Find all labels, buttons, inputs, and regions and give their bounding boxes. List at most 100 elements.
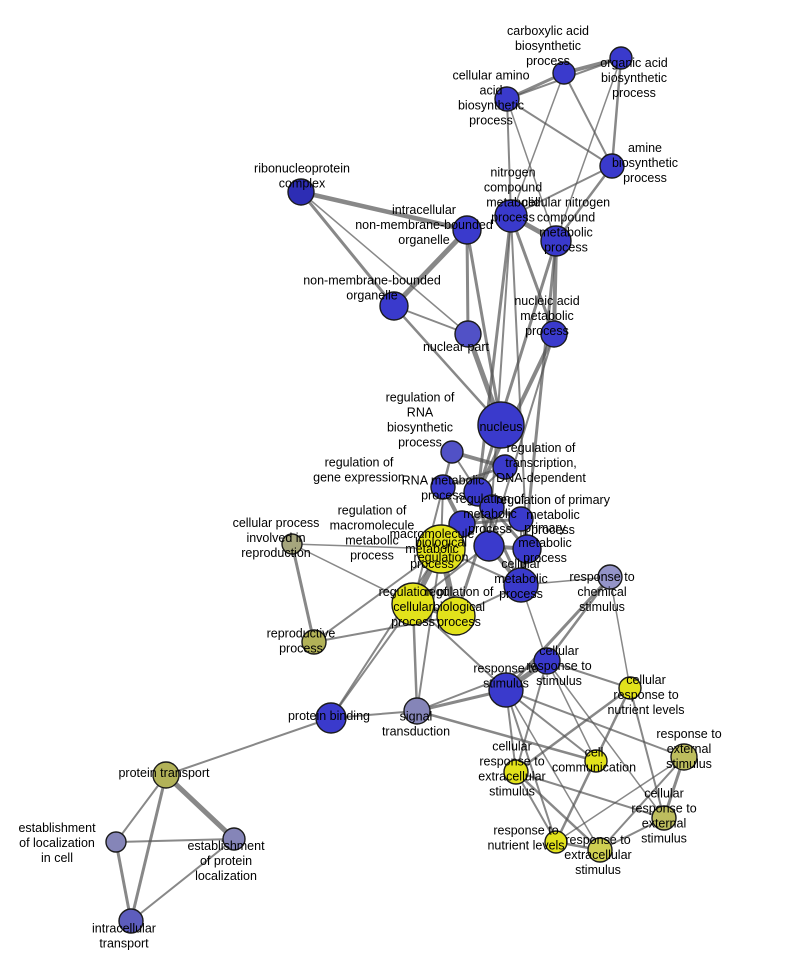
graph-node-nucleic_acid[interactable]: [540, 320, 568, 348]
graph-node-protein_transport[interactable]: [152, 761, 180, 789]
graph-edge-response_stimulus--cell_communication: [505, 689, 597, 762]
graph-node-reg_metabolic[interactable]: [479, 494, 505, 520]
graph-node-response_chemical[interactable]: [597, 564, 623, 590]
graph-node-cellular_response_stimulus[interactable]: [533, 647, 561, 675]
graph-node-cellular_response_nutrient[interactable]: [618, 676, 642, 700]
graph-edge-intracellular_nmb--nuclear_part: [465, 228, 470, 336]
graph-edge-cellular_amino--cellular_nitrogen: [506, 98, 557, 242]
graph-node-reproductive_process[interactable]: [301, 629, 327, 655]
graph-edge-cellular_response_nutrient--cellular_response_external: [629, 687, 665, 819]
graph-edge-amine--nitrogen: [510, 165, 613, 217]
graph-edge-response_external--response_extracellular: [599, 756, 685, 851]
graph-node-nmb[interactable]: [379, 291, 409, 321]
graph-edge-cellular_response_external--cellular_response_extracellular: [515, 771, 665, 819]
graph-node-nitrogen[interactable]: [494, 199, 528, 233]
graph-node-nucleus[interactable]: [477, 401, 525, 449]
graph-node-cellular_response_external[interactable]: [651, 805, 677, 831]
graph-edge-protein_binding--protein_transport: [165, 717, 332, 776]
graph-edge-nitrogen--primary_metabolic: [510, 215, 528, 550]
graph-node-nuclear_part[interactable]: [454, 320, 482, 348]
graph-edge-carb--nitrogen: [510, 72, 565, 217]
edge-layer: [114, 56, 686, 923]
graph-edge-rnp--nuclear_part: [300, 191, 469, 335]
graph-node-protein_binding[interactable]: [315, 702, 347, 734]
graph-node-intracellular_transport[interactable]: [118, 908, 144, 934]
graph-edge-intracellular_transport--est_localization_cell: [114, 840, 133, 923]
graph-node-response_stimulus[interactable]: [488, 672, 524, 708]
graph-node-amine[interactable]: [599, 153, 625, 179]
graph-node-response_nutrient_levels[interactable]: [544, 830, 568, 854]
graph-edge-rnp--intracellular_nmb: [298, 189, 470, 233]
graph-node-est_localization_cell[interactable]: [105, 831, 127, 853]
graph-node-cellular_amino[interactable]: [494, 86, 520, 112]
graph-node-reg_primary_metabolic[interactable]: [508, 506, 534, 532]
graph-edge-protein_transport--intracellular_transport: [129, 773, 168, 923]
graph-edge-response_stimulus--response_nutrient_levels: [505, 689, 557, 843]
graph-edge-cell_communication--cellular_response_stimulus: [546, 660, 597, 762]
graph-node-reg_biological_process[interactable]: [436, 596, 476, 636]
graph-edge-cellular_process_reproduction--biological_regulation: [291, 543, 442, 550]
graph-node-carb[interactable]: [552, 61, 576, 85]
graph-node-signal_transduction[interactable]: [403, 697, 431, 725]
node-label-nucleus: nucleus: [479, 420, 522, 434]
graph-edge-reproductive_process--cellular_process_reproduction: [290, 542, 316, 644]
graph-node-cellular_process_reproduction[interactable]: [281, 533, 303, 555]
graph-node-cellular_nitrogen[interactable]: [540, 225, 572, 257]
graph-node-cellular_response_extracellular[interactable]: [503, 759, 529, 785]
graph-edge-protein_binding--reg_cellular_process: [330, 603, 414, 719]
graph-node-organic[interactable]: [609, 46, 633, 70]
graph-node-intracellular_nmb[interactable]: [452, 215, 482, 245]
graph-node-cell_communication[interactable]: [584, 749, 608, 773]
graph-node-cellular_metabolic[interactable]: [503, 567, 539, 603]
graph-node-response_extracellular[interactable]: [587, 837, 613, 863]
graph-edge-protein_binding--biological_regulation: [330, 548, 442, 719]
graph-edge-intracellular_transport--est_protein_localization: [130, 838, 235, 922]
graph-edge-cellular_response_stimulus--cellular_response_extracellular: [515, 660, 548, 773]
graph-node-biological_regulation[interactable]: [416, 524, 466, 574]
graph-edge-est_localization_cell--est_protein_localization: [115, 838, 235, 843]
graph-edge-cellular_response_stimulus--response_chemical: [545, 575, 612, 663]
graph-edge-nitrogen--rna_metabolic: [476, 214, 513, 494]
graph-edge-cellular_response_nutrient--cellular_response_extracellular: [514, 686, 632, 774]
graph-edge-reproductive_process--reg_biological_process: [313, 615, 457, 643]
graph-edge-organic--cellular_nitrogen: [555, 57, 622, 242]
graph-node-reg_gene_expression[interactable]: [430, 474, 456, 500]
node-label-protein_binding: protein binding: [288, 709, 370, 723]
graph-node-macromolecule_metabolic[interactable]: [473, 530, 505, 562]
graph-node-rnp[interactable]: [287, 178, 315, 206]
graph-node-response_external[interactable]: [670, 743, 698, 771]
node-label-nuclear_part: nuclear part: [423, 340, 490, 354]
graph-node-est_protein_localization[interactable]: [222, 827, 246, 851]
graph-edge-cellular_nitrogen--rna_metabolic: [476, 239, 558, 494]
graph-node-reg_transcription_dna[interactable]: [492, 454, 518, 480]
graph-node-primary_metabolic[interactable]: [512, 534, 542, 564]
graph-edge-cellular_response_stimulus--cellular_response_nutrient: [546, 660, 631, 689]
graph-node-reg_rna_biosynthetic[interactable]: [440, 440, 464, 464]
graph-node-reg_cellular_process[interactable]: [391, 582, 435, 626]
